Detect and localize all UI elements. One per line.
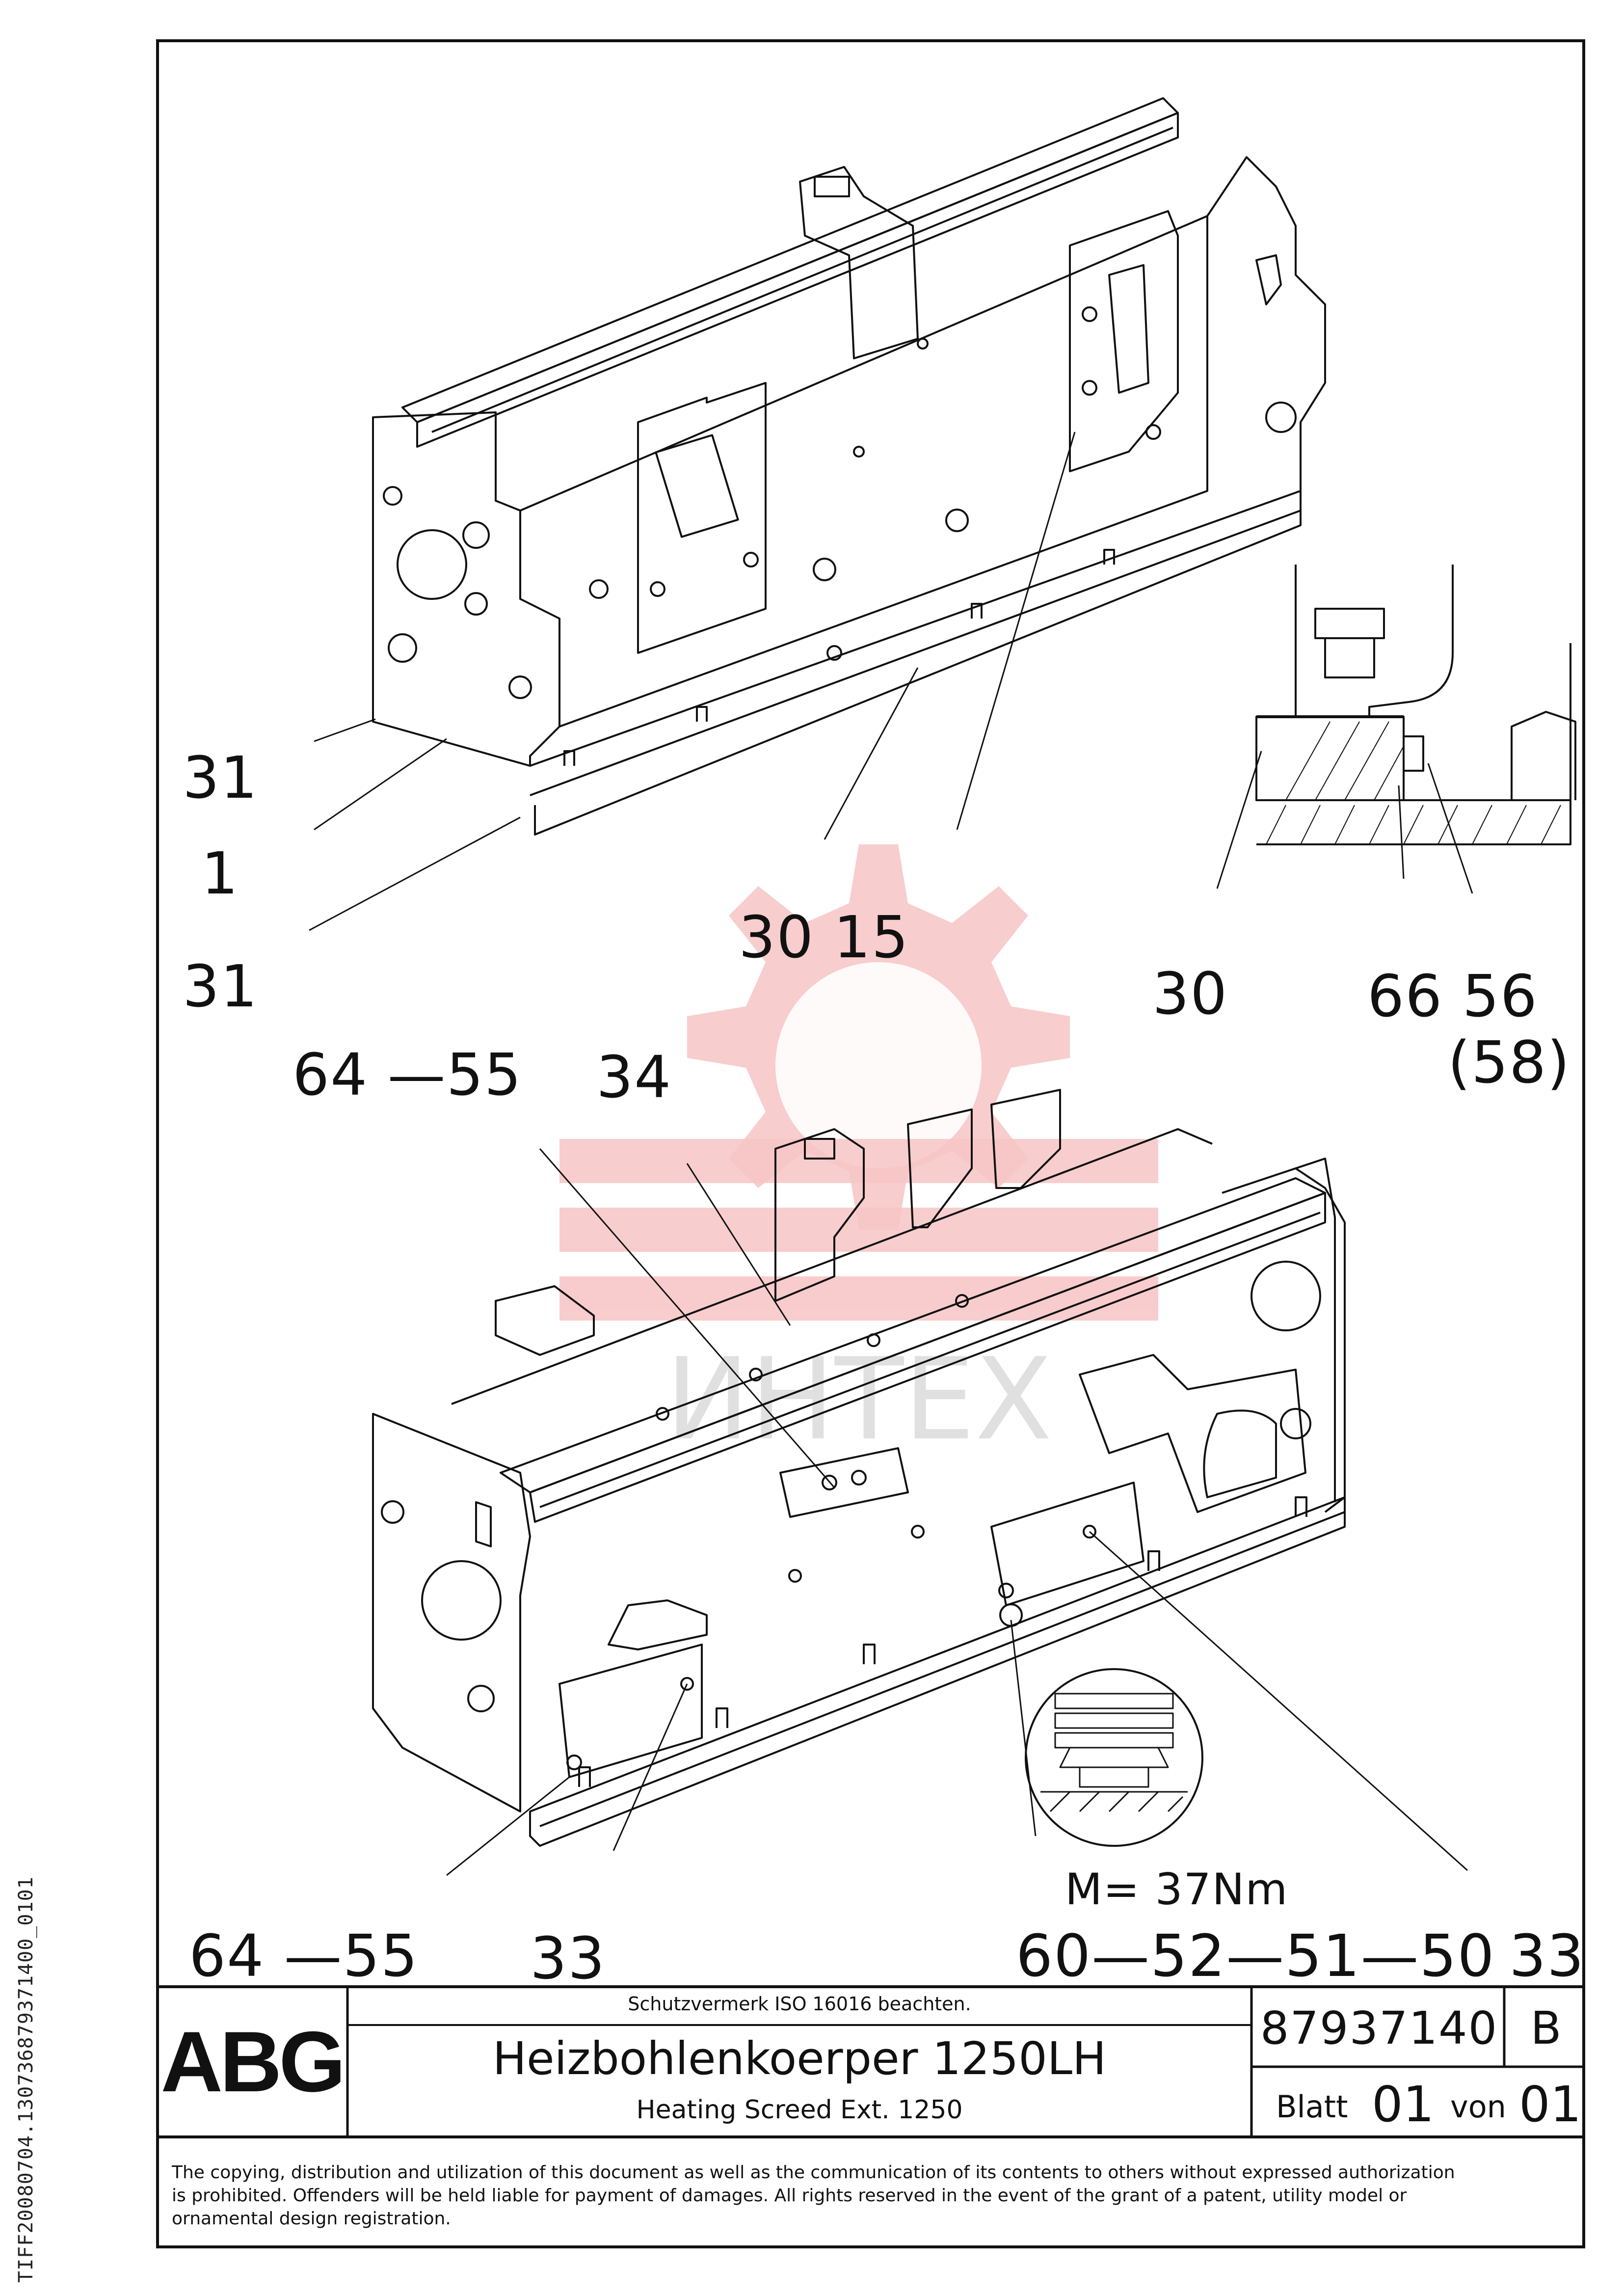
drawing-frame [156, 39, 1585, 2248]
callout-66-56: 66 56 [1367, 962, 1538, 1030]
callout-30-detail: 30 [1152, 960, 1228, 1027]
callout-33-right: 33 [1509, 1922, 1585, 1990]
title-english: Heating Screed Ext. 1250 [636, 2095, 963, 2125]
callout-64-55-bottom: 64 —55 [189, 1922, 419, 1990]
callout-31-bottom: 31 [183, 952, 259, 1020]
copyright-line: ornamental design registration. [172, 2209, 451, 2229]
of-label: von [1450, 2089, 1506, 2125]
callout-34: 34 [596, 1043, 672, 1111]
callout-1: 1 [201, 839, 239, 907]
bottom-screed-body [372, 1089, 1346, 1847]
copyright-notice: The copying, distribution and utilizatio… [172, 2161, 1455, 2230]
title-german: Heizbohlenkoerper 1250LH [492, 2032, 1107, 2085]
leader-lines [309, 432, 1473, 1876]
detail-section-view [1255, 565, 1576, 845]
protection-note: Schutzvermerk ISO 16016 beachten. [628, 1993, 971, 2015]
copyright-line: The copying, distribution and utilizatio… [172, 2162, 1455, 2183]
drawing-number: 87937140 [1260, 2002, 1498, 2054]
torque-label: M= 37Nm [1065, 1864, 1289, 1915]
top-screed-body [372, 97, 1326, 836]
copyright-line: is prohibited. Offenders will be held li… [172, 2186, 1407, 2206]
callout-30-15: 30 15 [739, 903, 909, 971]
callout-60-52-51-50: 60—52—51—50 [1016, 1922, 1495, 1990]
sheet-total: 01 [1519, 2076, 1582, 2133]
title-block [156, 1985, 1585, 2138]
callout-33-left: 33 [530, 1924, 606, 1992]
sheet-number: 01 [1372, 2076, 1435, 2133]
abg-logo: ABG [160, 2014, 346, 2110]
callout-64-55-top: 64 —55 [293, 1041, 522, 1108]
watermark-gear-icon: ИНТЕХ [559, 844, 1158, 1465]
callout-31-top: 31 [183, 744, 259, 811]
callout-58: (58) [1448, 1028, 1571, 1096]
nut-torque-detail [1025, 1668, 1203, 1847]
revision-letter: B [1530, 2002, 1562, 2054]
sheet-label: Blatt [1276, 2089, 1348, 2125]
